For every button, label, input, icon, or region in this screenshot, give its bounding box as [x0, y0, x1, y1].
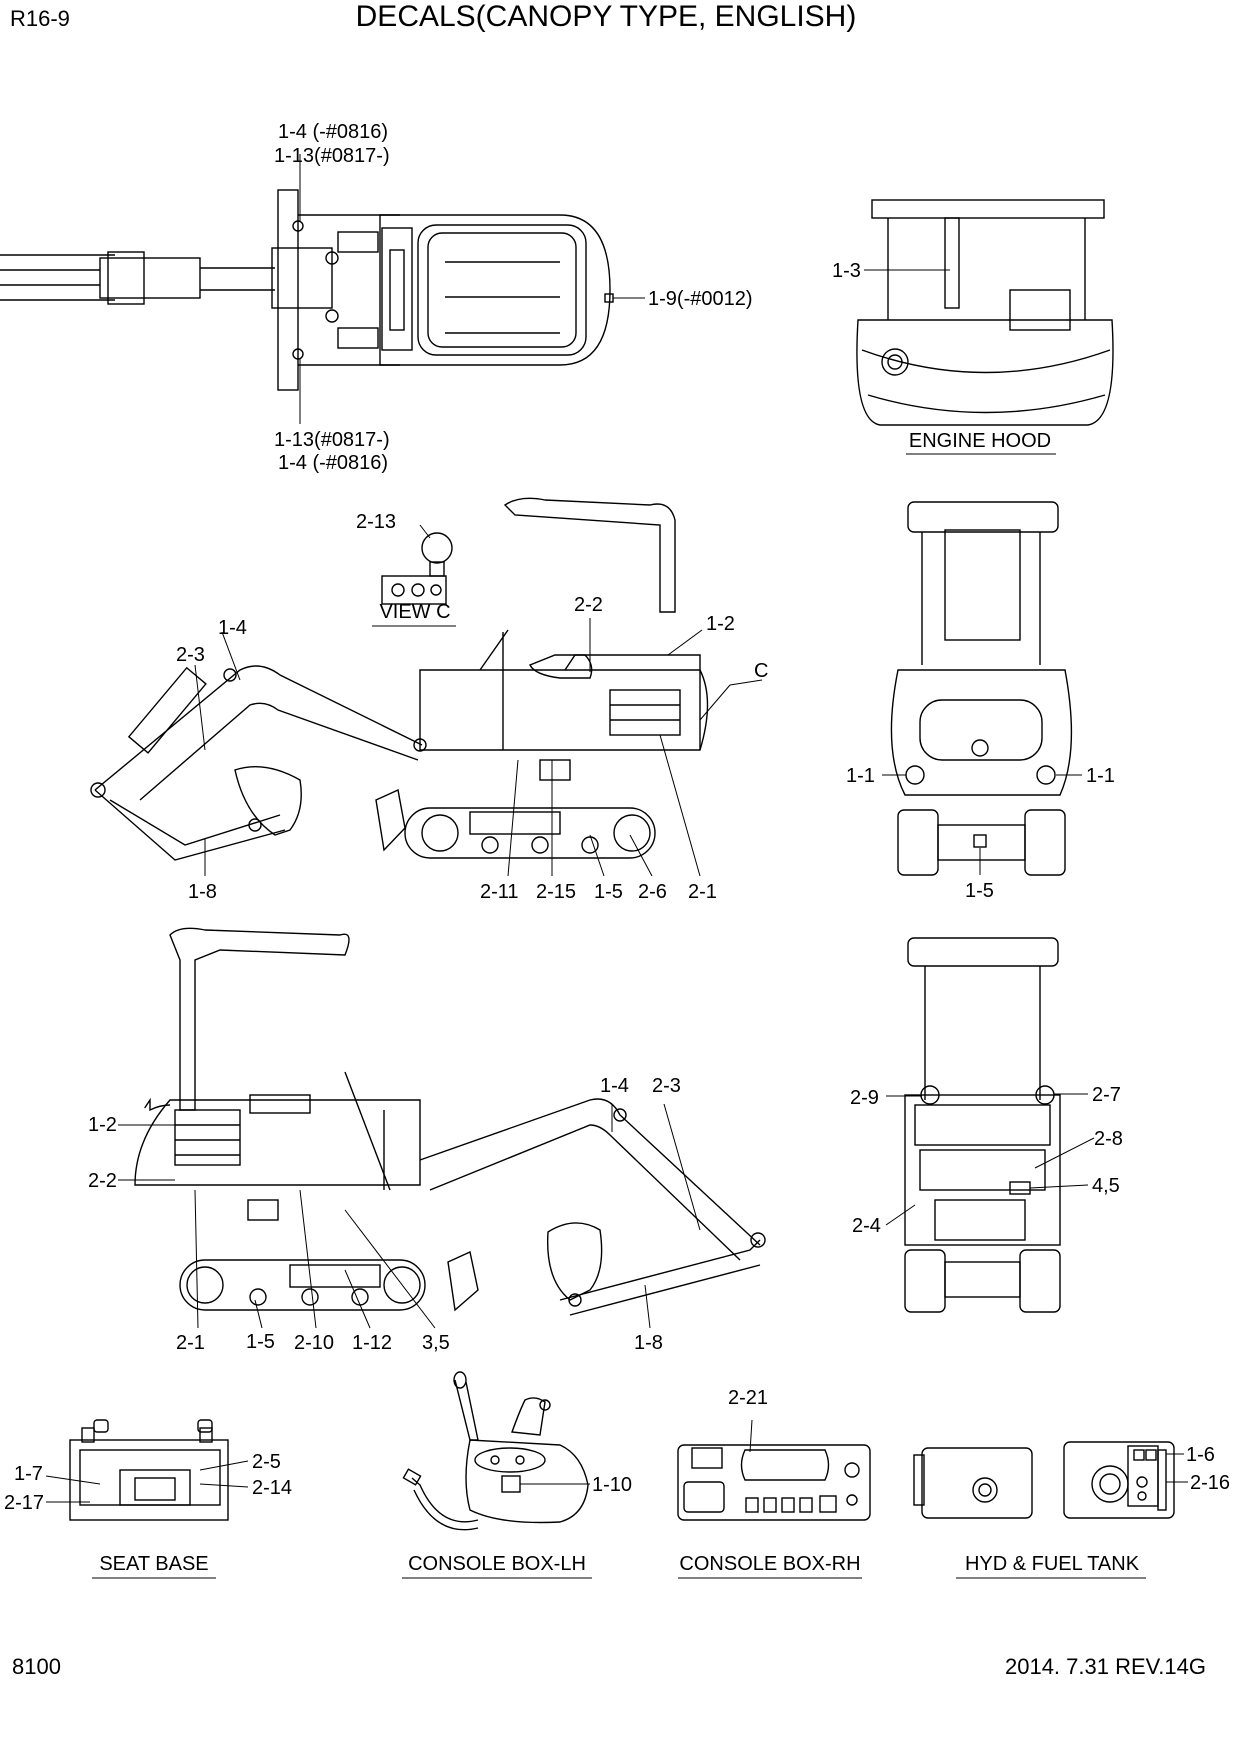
rear-label-1-1-right: 1-1: [1086, 765, 1115, 787]
seat-label-2-14: 2-14: [252, 1477, 292, 1499]
view-c-caption: VIEW C: [379, 601, 450, 623]
revision-date: 2014. 7.31 REV.14G: [1005, 1654, 1206, 1679]
front-label-4-5: 4,5: [1092, 1175, 1120, 1197]
lh-label-1-10: 1-10: [592, 1474, 632, 1496]
top-label-1-13-b: 1-13(#0817-): [274, 429, 390, 451]
top-label-1-4-b: 1-4 (-#0816): [278, 452, 388, 474]
left-label-c: C: [754, 660, 768, 682]
console-rh-caption: CONSOLE BOX-RH: [679, 1553, 860, 1575]
left-label-1-5: 1-5: [594, 881, 623, 903]
seat-label-2-5: 2-5: [252, 1451, 281, 1473]
console-box-rh-view: 2-21 CONSOLE BOX-RH: [677, 1387, 871, 1579]
left-label-1-4: 1-4: [218, 617, 247, 639]
front-label-2-9: 2-9: [850, 1087, 879, 1109]
seat-base-caption: SEAT BASE: [99, 1553, 208, 1575]
left-label-2-2: 2-2: [574, 594, 603, 616]
seat-label-2-17: 2-17: [4, 1492, 44, 1514]
hood-label-1-3: 1-3: [832, 260, 861, 282]
top-label-1-4-a: 1-4 (-#0816): [278, 121, 388, 143]
rear-label-1-5: 1-5: [965, 880, 994, 902]
engine-hood-caption: ENGINE HOOD: [909, 430, 1051, 452]
right-label-1-2: 1-2: [88, 1114, 117, 1136]
console-lh-caption: CONSOLE BOX-LH: [408, 1553, 586, 1575]
side-view-right: 1-4 2-3 1-2 2-2 2-1 1-5 2-10 1-12 3,5 1-…: [88, 927, 766, 1354]
left-label-2-1: 2-1: [688, 881, 717, 903]
seat-label-1-7: 1-7: [14, 1463, 43, 1485]
page-code: R16-9: [10, 6, 70, 31]
page-title: DECALS(CANOPY TYPE, ENGLISH): [356, 0, 857, 33]
top-label-1-13-a: 1-13(#0817-): [274, 145, 390, 167]
seat-base-view: 1-7 2-5 2-14 2-17 SEAT BASE: [4, 1419, 292, 1579]
tank-label-1-6: 1-6: [1186, 1444, 1215, 1466]
right-label-1-8: 1-8: [634, 1332, 663, 1354]
front-label-2-7: 2-7: [1092, 1084, 1121, 1106]
front-view: 2-9 2-7 2-8 4,5 2-4: [850, 937, 1123, 1313]
tank-label-2-16: 2-16: [1190, 1472, 1230, 1494]
page-number: 8100: [12, 1654, 61, 1679]
right-label-1-5: 1-5: [246, 1331, 275, 1353]
engine-hood-view: 1-3 ENGINE HOOD: [832, 199, 1114, 455]
right-label-1-4: 1-4: [600, 1075, 629, 1097]
left-label-1-2: 1-2: [706, 613, 735, 635]
view-c: 2-13 VIEW C: [356, 511, 456, 627]
rh-label-2-21: 2-21: [728, 1387, 768, 1409]
left-label-2-15: 2-15: [536, 881, 576, 903]
rear-label-1-1-left: 1-1: [846, 765, 875, 787]
right-label-2-1: 2-1: [176, 1332, 205, 1354]
left-label-2-6: 2-6: [638, 881, 667, 903]
front-label-2-8: 2-8: [1094, 1128, 1123, 1150]
side-view-left: 2-2 1-2 C 1-4 2-3 1-8 2-11 2-15 1-5 2-6 …: [90, 497, 768, 903]
right-label-2-10: 2-10: [294, 1332, 334, 1354]
top-view: 1-4 (-#0816) 1-13(#0817-) 1-9(-#0012) 1-…: [0, 121, 753, 474]
left-label-2-11: 2-11: [480, 881, 519, 903]
rear-view: 1-1 1-1 1-5: [846, 501, 1115, 902]
left-label-2-3: 2-3: [176, 644, 205, 666]
right-label-2-2: 2-2: [88, 1170, 117, 1192]
console-box-lh-view: 1-10 CONSOLE BOX-LH: [402, 1371, 632, 1579]
right-label-2-3: 2-3: [652, 1075, 681, 1097]
top-label-1-9: 1-9(-#0012): [648, 288, 753, 310]
right-label-3-5: 3,5: [422, 1332, 450, 1354]
viewc-label-2-13: 2-13: [356, 511, 396, 533]
hyd-fuel-caption: HYD & FUEL TANK: [965, 1553, 1140, 1575]
right-label-1-12: 1-12: [352, 1332, 392, 1354]
left-label-1-8: 1-8: [188, 881, 217, 903]
hyd-fuel-tank-view: 1-6 2-16 HYD & FUEL TANK: [913, 1441, 1230, 1579]
front-label-2-4: 2-4: [852, 1215, 881, 1237]
